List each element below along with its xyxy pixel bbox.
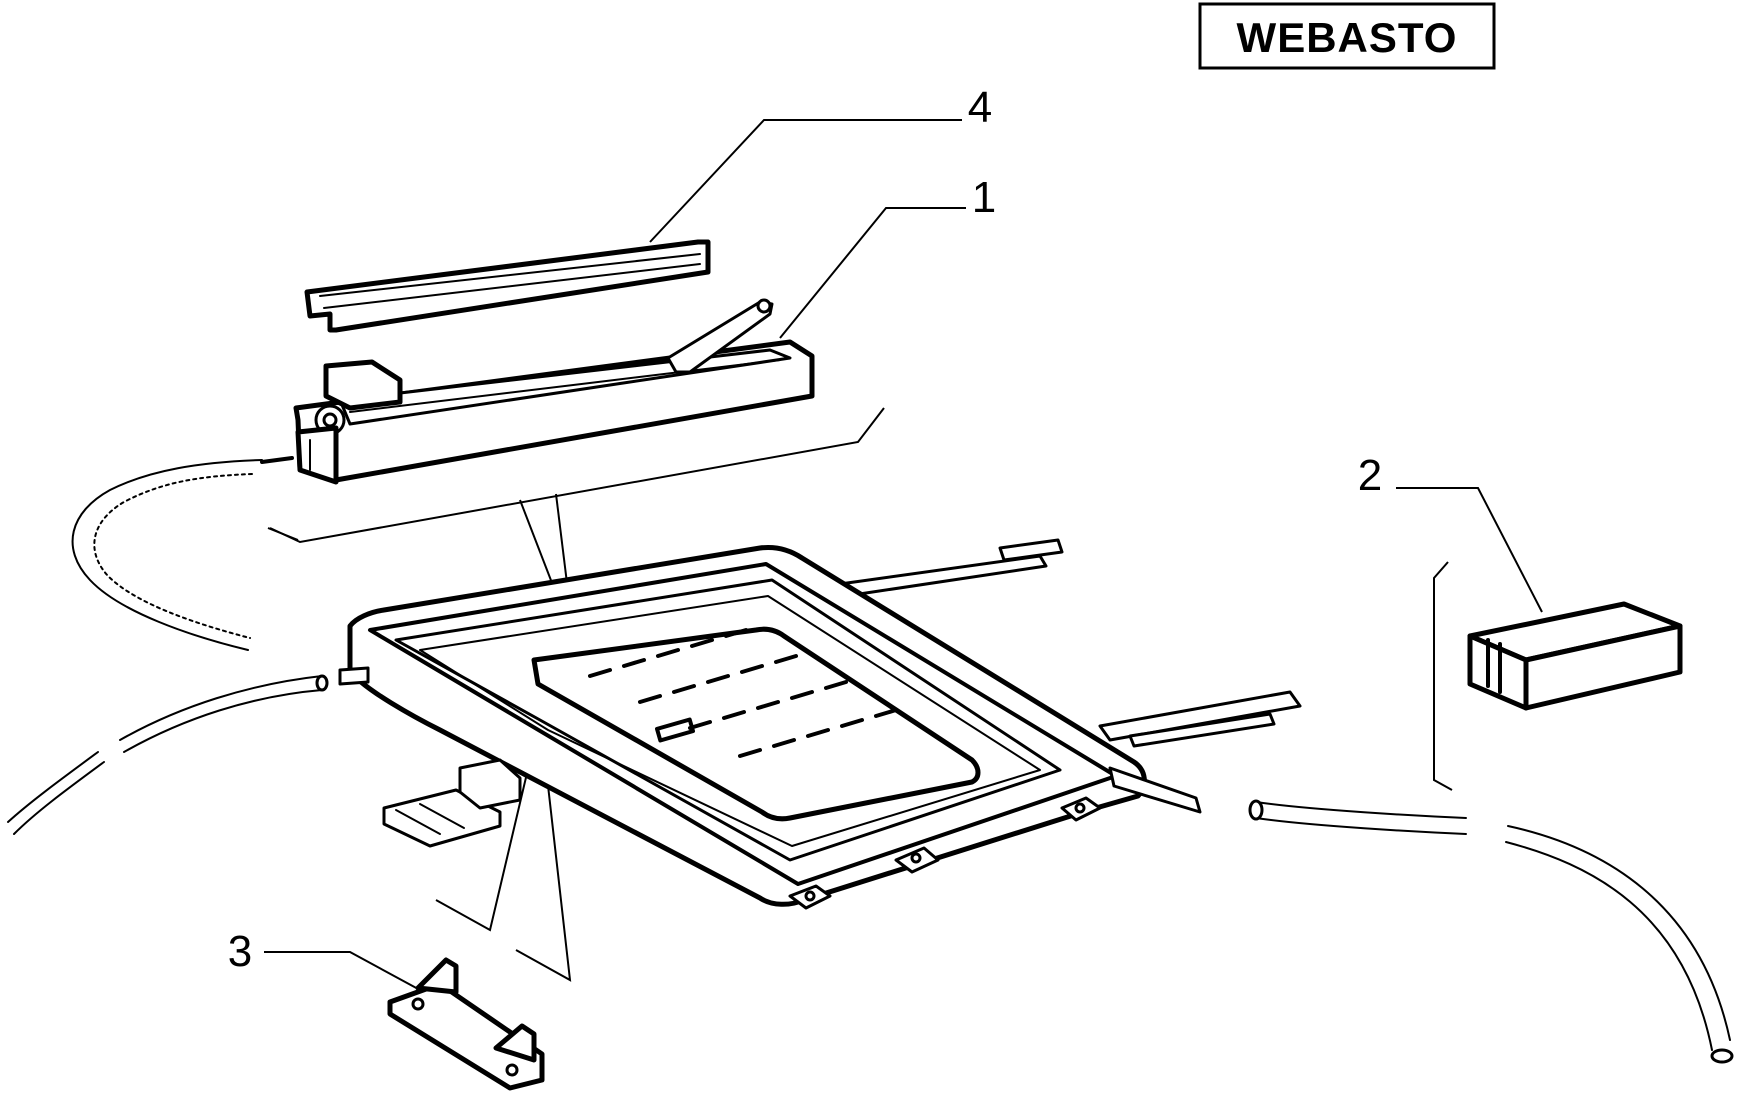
slot-14 [790,690,814,700]
slot-1 [588,668,612,678]
callout-1: 1 [779,173,996,339]
callout-1-leader [779,207,966,339]
slot-19 [840,718,864,728]
track-cable-line [349,359,781,413]
hose-stub-frame [338,666,370,686]
hose-left-lower-a [7,751,99,823]
hose-left-upper-b [123,689,323,753]
hose-left-lower-b [13,761,105,835]
callout-4: 4 [649,83,992,243]
flex-cable-outer [71,459,263,651]
slot-8 [706,674,730,684]
frame-inner-border [419,595,1041,847]
under-clip-rib-1 [395,809,441,835]
callout-2-number: 2 [1358,451,1382,500]
track-end-block [323,359,403,411]
glass-panel-body [531,626,981,822]
slot-7 [672,684,696,694]
rail-front-stub [1128,712,1276,748]
part-flex-cable [71,456,294,651]
slot-12 [722,710,746,720]
bracket-hole-left-icon [411,997,425,1011]
hose-right-lower-a [1507,825,1731,1041]
track-housing [293,339,815,483]
part-motor-track [293,298,815,485]
lever-pivot-icon [756,298,772,314]
brand-label-text: WEBASTO [1237,14,1458,61]
slot-10 [774,654,798,664]
slot-15 [824,680,848,690]
slot-4 [690,638,714,648]
slot-5 [724,628,748,638]
slot-9 [740,664,764,674]
cover-strip-groove-bottom [323,263,701,309]
callout-3-number: 3 [228,927,252,976]
rail-back-left [838,554,1048,598]
callout-4-number: 4 [968,83,992,132]
break-line-upper-left [267,527,299,541]
part-glass-panel [531,626,981,822]
rail-front-right [1098,690,1302,742]
slot-2 [622,658,646,668]
hose-right-upper-a [1255,801,1467,819]
callout-1-number: 1 [972,173,996,222]
slot-13 [756,700,780,710]
bracket-tab-right [493,1023,537,1063]
hose-right-lower-b [1505,841,1713,1051]
hose-right-lower-end [1710,1048,1734,1064]
frame-tab-3 [1060,796,1102,822]
part-foam-pad [1467,601,1683,711]
callout-3-leader [264,951,421,991]
slot-6 [638,694,662,704]
part-under-clip [382,758,522,848]
under-clip-block [458,758,522,810]
break-line-lower [435,751,533,932]
part-mounting-bracket [387,957,545,1091]
callout-2-leader [1396,487,1543,613]
slot-rect [655,717,695,743]
callout-4-leader [649,119,962,243]
part-drain-hoses [7,666,1734,1064]
under-clip-body [382,788,502,848]
slot-20 [874,708,898,718]
frame-tab-2 [894,846,940,874]
pulley-hub-icon [322,412,338,428]
slot-17 [772,738,796,748]
glass-slot-grid [588,628,898,758]
slot-16 [738,748,762,758]
break-line-right [1433,561,1453,791]
frame-tab-1 [788,884,832,910]
bracket-hole-right-icon [505,1063,519,1077]
brand-label-box [1198,2,1496,70]
part-cover-strip [304,239,711,333]
hose-right-upper-b [1255,817,1467,835]
under-clip-rib-2 [419,803,465,829]
hose-left-upper-a [119,675,323,741]
frame-corner-bracket [1108,766,1202,814]
bracket-tab-left [415,957,459,995]
rail-back-right [998,538,1064,562]
callout-2: 2 [1358,451,1543,613]
callout-3: 3 [228,927,421,991]
slot-18 [806,728,830,738]
flex-cable-inner [93,473,253,639]
track-front-box [295,425,339,485]
hose-left-upper-end [315,674,329,692]
cover-strip-groove-top [319,253,701,297]
hose-right-end [1248,799,1264,821]
brand-label: WEBASTO [1198,2,1496,70]
break-line-lower-2 [515,749,572,982]
flex-cable-end [260,456,294,464]
slot-3 [656,648,680,658]
